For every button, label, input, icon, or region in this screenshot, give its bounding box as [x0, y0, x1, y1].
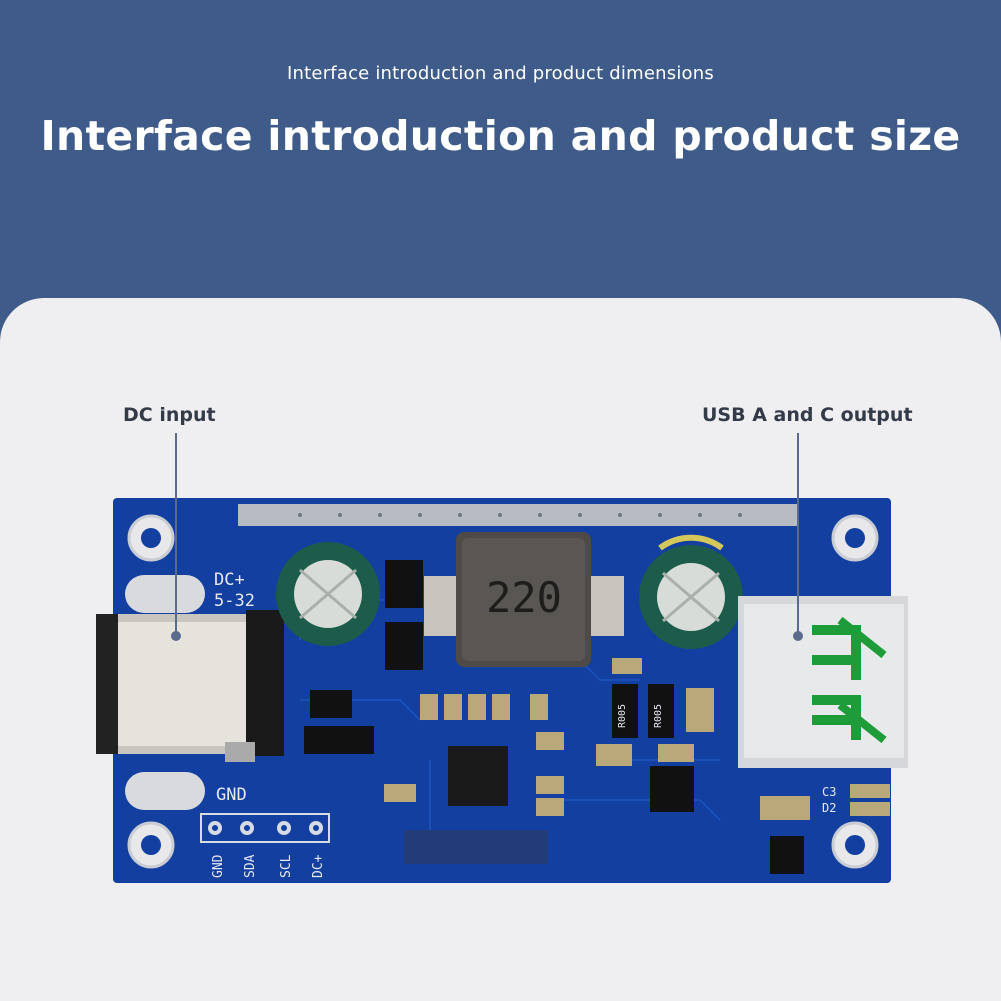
smd-components: [304, 658, 890, 874]
mosfet-chip: [385, 560, 423, 608]
dc-input-callout: DC input: [123, 404, 216, 426]
copper-strip-vias: [298, 513, 742, 517]
header-banner: Interface introduction and product dimen…: [0, 0, 1001, 300]
silk-pin-sda: SDA: [243, 854, 258, 878]
silk-pin-scl: SCL: [279, 854, 294, 878]
usb-output-callout: USB A and C output: [702, 404, 913, 426]
dc-input-leader-dot: [171, 631, 181, 641]
silk-voltage: 5-32: [214, 591, 255, 611]
inductor-label: 220: [486, 573, 562, 622]
capacitor-left: [276, 542, 380, 646]
mounting-holes: [127, 514, 879, 869]
gnd-pad: [125, 772, 205, 810]
header-pins: [200, 813, 330, 843]
mosfet-chip: [385, 622, 423, 670]
inductor: 220: [424, 532, 624, 667]
silk-dc-plus: DC+: [214, 570, 245, 590]
callout-leaders: [171, 433, 803, 641]
copper-strip: [238, 504, 798, 526]
usb-a-port: [738, 596, 908, 768]
silk-pin-gnd: GND: [211, 854, 226, 878]
silk-pin-dcplus: DC+: [311, 854, 326, 878]
dc-barrel-jack: [96, 610, 284, 762]
page-subtitle: Interface introduction and product dimen…: [287, 63, 714, 84]
dc-plus-pad: [125, 575, 205, 613]
silk-resistor-b: R005: [653, 704, 664, 728]
capacitor-right: [639, 534, 743, 649]
silk-d2: D2: [822, 801, 836, 815]
silk-resistor-a: R005: [617, 704, 628, 728]
silk-gnd: GND: [216, 785, 247, 805]
silk-c3: C3: [822, 785, 836, 799]
usb-output-leader-dot: [793, 631, 803, 641]
page-title: Interface introduction and product size: [40, 112, 961, 160]
